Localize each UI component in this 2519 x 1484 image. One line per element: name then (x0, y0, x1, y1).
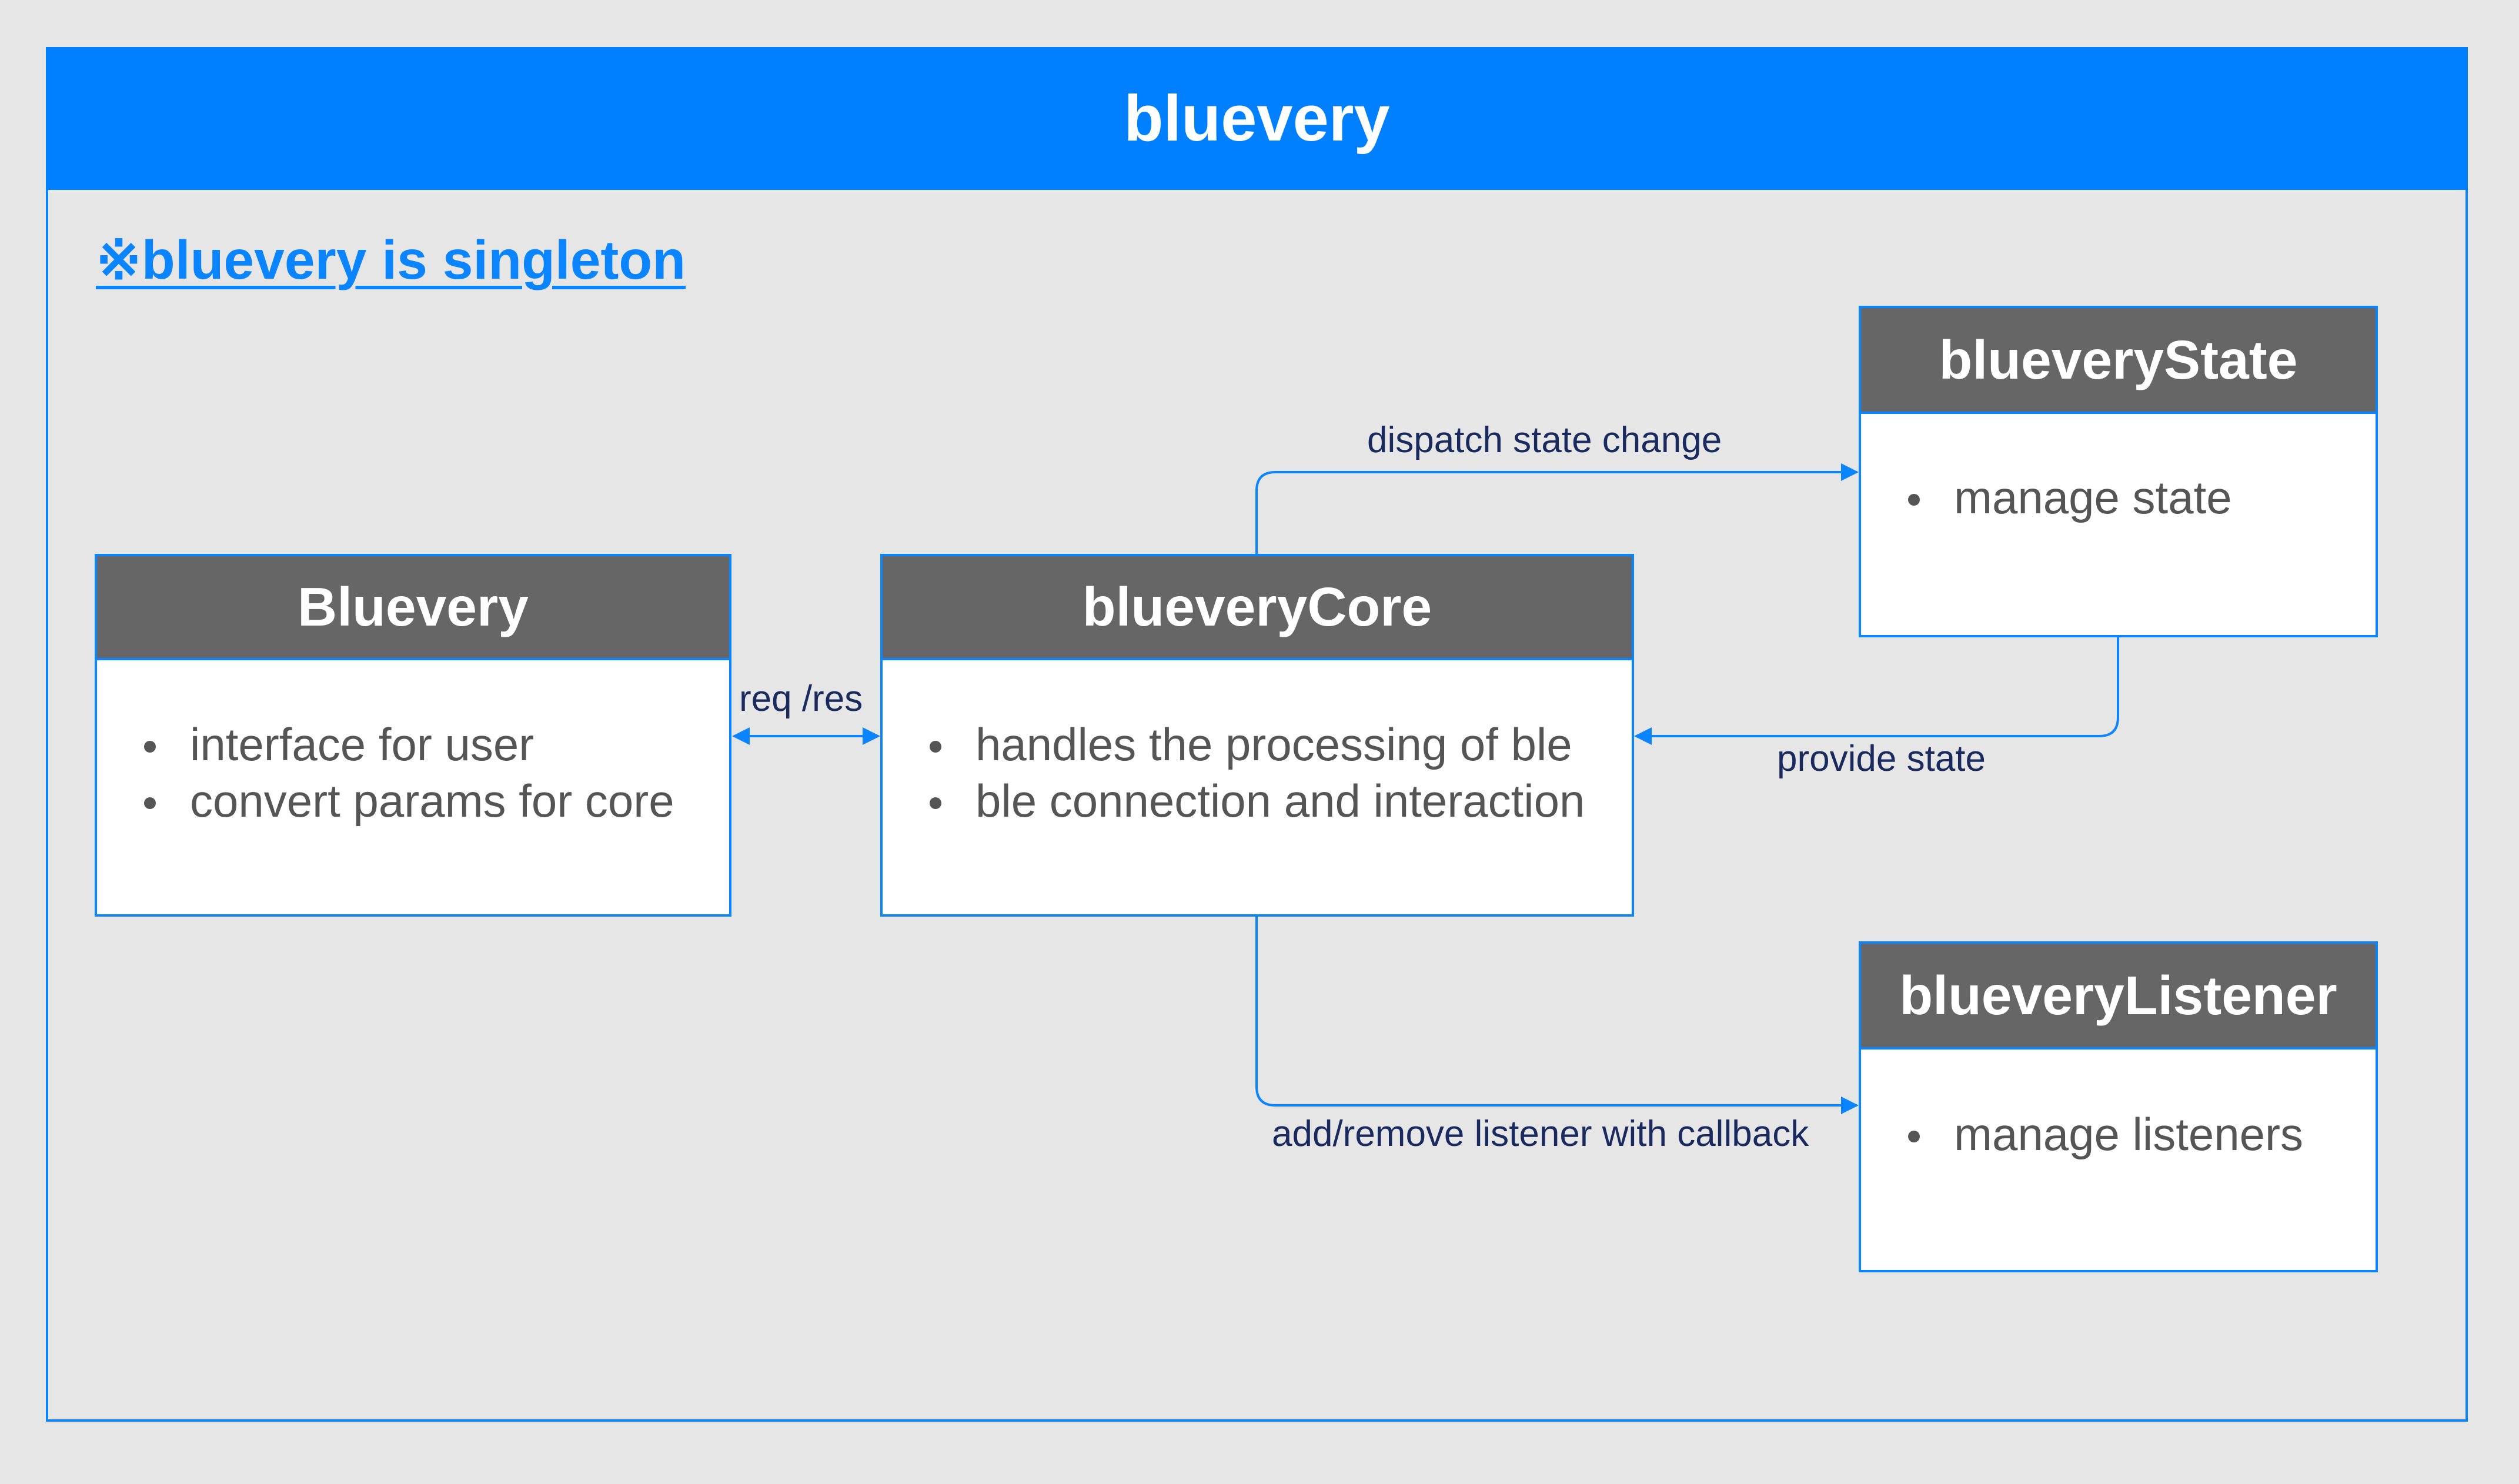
edge-label-dispatch: dispatch state change (1367, 420, 1722, 460)
list-item: manage listeners (1908, 1106, 2303, 1162)
edge-label-req-res: req /res (739, 679, 863, 719)
node-core-list: handles the processing of ble ble connec… (930, 716, 1585, 829)
node-state-list: manage state (1908, 469, 2232, 526)
edge-provide-state (1634, 636, 2119, 745)
node-listener-title: blueveryListener (1899, 964, 2337, 1026)
node-bluevery-list: interface for user convert params for co… (144, 716, 674, 829)
edge-label-provide: provide state (1777, 738, 1986, 779)
edge-dispatch-state (1255, 463, 1859, 554)
list-item: convert params for core (144, 773, 674, 829)
singleton-note: ※bluevery is singleton (96, 229, 686, 290)
node-core-title: blueveryCore (1082, 576, 1432, 637)
edge-listener (1255, 916, 1859, 1114)
node-state-header: blueveryState (1861, 308, 2376, 414)
node-bluevery-core: blueveryCore handles the processing of b… (880, 554, 1634, 917)
node-bluevery-listener: blueveryListener manage listeners (1859, 941, 2378, 1272)
node-state-title: blueveryState (1939, 329, 2298, 390)
edge-label-listener: add/remove listener with callback (1272, 1114, 1809, 1154)
node-listener-list: manage listeners (1908, 1106, 2303, 1162)
node-bluevery-header: Bluevery (97, 556, 729, 660)
list-item: ble connection and interaction (930, 773, 1585, 829)
list-item: handles the processing of ble (930, 716, 1585, 773)
frame-title: bluevery (1124, 82, 1390, 155)
node-bluevery-title: Bluevery (298, 576, 529, 637)
node-listener-header: blueveryListener (1861, 944, 2376, 1050)
frame-header: bluevery (46, 47, 2468, 190)
node-bluevery: Bluevery interface for user convert para… (95, 554, 731, 917)
node-core-header: blueveryCore (883, 556, 1632, 660)
list-item: manage state (1908, 469, 2232, 526)
list-item: interface for user (144, 716, 674, 773)
node-bluevery-state: blueveryState manage state (1859, 306, 2378, 637)
